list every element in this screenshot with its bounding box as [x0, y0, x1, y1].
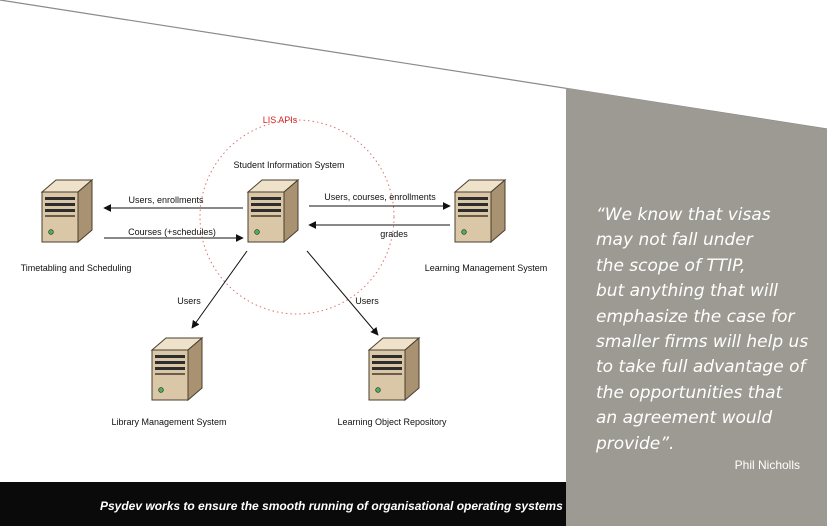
api-label: LIS APIs: [263, 115, 298, 125]
api-boundary: [199, 119, 395, 315]
edge-label-users-lor: Users: [355, 296, 379, 306]
server-tower-icon: [151, 337, 203, 401]
node-label-sis: Student Information System: [233, 160, 344, 170]
server-tower-icon: [41, 179, 93, 243]
pull-quote: “We know that visas may not fall under t…: [596, 205, 809, 454]
edge-users-library: [191, 250, 248, 329]
edge-users-lor: [306, 250, 379, 336]
caption-bar: [0, 482, 566, 526]
diagram-caption: Psydev works to ensure the smooth runnin…: [100, 499, 563, 513]
server-tower-icon: [247, 179, 299, 243]
edge-label-users-library: Users: [177, 296, 201, 306]
node-label-lms: Learning Management System: [425, 263, 548, 273]
node-label-timetabling: Timetabling and Scheduling: [21, 263, 132, 273]
quote-author: Phil Nicholls: [734, 458, 800, 472]
edge-label-users-courses-enrollments: Users, courses, enrollments: [324, 192, 436, 202]
server-tower-icon: [454, 179, 506, 243]
edge-label-courses-schedules: Courses (+schedules): [128, 227, 216, 237]
server-tower-icon: [368, 337, 420, 401]
edges: [103, 202, 451, 336]
node-label-library: Library Management System: [111, 417, 226, 427]
edge-label-grades: grades: [380, 229, 408, 239]
node-label-lor: Learning Object Repository: [337, 417, 447, 427]
edge-label-users-enrollments: Users, enrollments: [128, 195, 204, 205]
quote-panel-bg: [566, 88, 827, 526]
